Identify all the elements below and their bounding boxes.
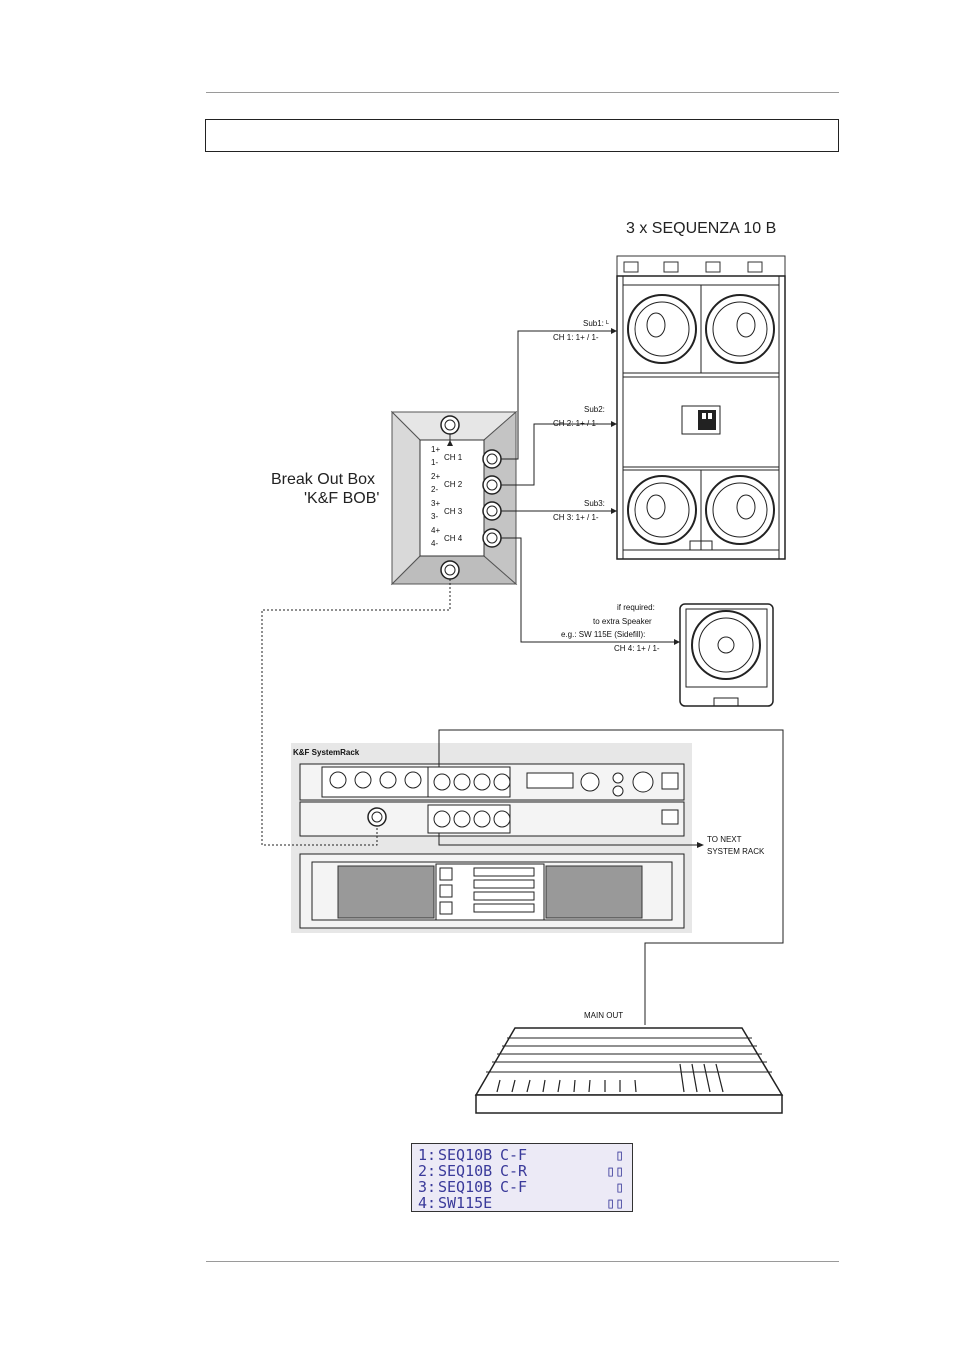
break-out-box: Break Out Box 'K&F BOB' 1+ 1- CH 1 2+ 2-… <box>271 410 518 586</box>
extra-speaker-sw115e <box>679 603 774 707</box>
bob-ch4-label: CH 4 <box>444 534 463 543</box>
sub3-ch: CH 3: 1+ / 1- <box>553 513 599 522</box>
lcd-row-model: SEQ10B <box>438 1178 493 1196</box>
lcd-row: 3: SEQ10B C-F ▯ <box>418 1179 626 1195</box>
speaker-array: 3 x SEQUENZA 10 B <box>616 220 786 560</box>
main-out-label: MAIN OUT <box>584 1011 623 1020</box>
bob-ch1-label: CH 1 <box>444 453 463 462</box>
lcd-row-number: 3: <box>418 1178 437 1196</box>
lcd-row-status: ▯ <box>614 1178 624 1196</box>
next-rack-line1: TO NEXT <box>707 835 742 844</box>
footer-rule <box>206 1261 839 1262</box>
bob-ch2-label: CH 2 <box>444 480 463 489</box>
bob-ch3-minus: 3- <box>431 512 438 521</box>
sub2-name: Sub2: <box>584 405 605 414</box>
bob-title-line2: 'K&F BOB' <box>304 490 379 507</box>
sub2-cabinet <box>622 376 780 468</box>
sub1-name: Sub1: ᴸ <box>583 319 609 328</box>
next-rack-line2: SYSTEM RACK <box>707 847 765 856</box>
extra-speaker-ch: CH 4: 1+ / 1- <box>614 644 660 653</box>
lcd-row-position: C-R <box>500 1162 528 1180</box>
lcd-row: 4: SW115E ▯▯ <box>418 1195 626 1211</box>
lcd-row-status: ▯ <box>614 1146 624 1164</box>
extra-speaker-line2: to extra Speaker <box>593 617 652 626</box>
bob-ch3-plus: 3+ <box>431 499 440 508</box>
lcd-row-position <box>500 1195 566 1211</box>
lcd-row-number: 4: <box>418 1194 437 1212</box>
lcd-row-status: ▯▯ <box>605 1194 624 1212</box>
sub3-cabinet <box>622 469 780 551</box>
sub3-name: Sub3: <box>584 499 605 508</box>
lcd-row-position: C-F <box>500 1178 528 1196</box>
lcd-row-model: SEQ10B <box>438 1162 493 1180</box>
sub1-ch: CH 1: 1+ / 1- <box>553 333 599 342</box>
lcd-row: 1: SEQ10B C-F ▯ <box>418 1147 626 1163</box>
bob-ch4-plus: 4+ <box>431 526 440 535</box>
header-title-box <box>205 119 839 152</box>
rack-title: K&F SystemRack <box>293 748 360 757</box>
sub2-ch: CH 2: 1+ / 1- <box>553 419 599 428</box>
speaker-cables <box>501 330 680 643</box>
bob-speakon-connectors <box>482 449 502 548</box>
bob-title-line1: Break Out Box <box>271 471 375 488</box>
mixing-console <box>474 1027 784 1114</box>
header-rule <box>206 92 839 93</box>
lcd-row-position: C-F <box>500 1146 528 1164</box>
bob-ch1-minus: 1- <box>431 458 438 467</box>
array-title: 3 x SEQUENZA 10 B <box>626 220 776 237</box>
lcd-row: 2: SEQ10B C-R ▯▯ <box>418 1163 626 1179</box>
lcd-row-number: 1: <box>418 1146 437 1164</box>
extra-speaker-line3: e.g.: SW 115E (Sidefill): <box>561 630 645 639</box>
lcd-row-model: SEQ10B <box>438 1146 493 1164</box>
bob-ch4-minus: 4- <box>431 539 438 548</box>
bob-ch2-plus: 2+ <box>431 472 440 481</box>
lcd-row-status: ▯▯ <box>605 1162 624 1180</box>
lcd-row-number: 2: <box>418 1162 437 1180</box>
bob-ch1-plus: 1+ <box>431 445 440 454</box>
sub1-cabinet <box>622 284 780 374</box>
signal-cables <box>261 579 784 1025</box>
lcd-display: 1: SEQ10B C-F ▯ 2: SEQ10B C-R ▯▯ 3: SEQ1… <box>411 1143 633 1212</box>
bob-ch2-minus: 2- <box>431 485 438 494</box>
lcd-row-model: SW115E <box>438 1194 493 1212</box>
system-rack: K&F SystemRack <box>291 743 692 933</box>
bob-ch3-label: CH 3 <box>444 507 463 516</box>
extra-speaker-line1: if required: <box>617 603 655 612</box>
